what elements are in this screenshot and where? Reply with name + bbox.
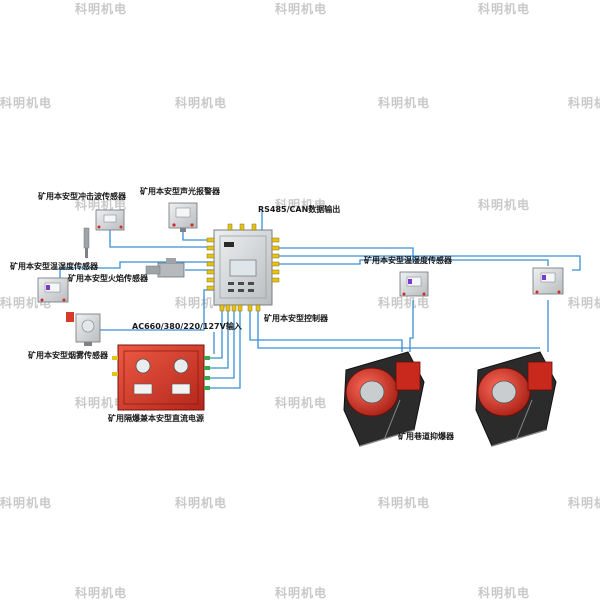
roadway-suppressor-2: [475, 351, 557, 447]
cable-power-4: [204, 305, 241, 389]
watermark-text: 科明机电: [568, 496, 600, 510]
cable-power-2: [204, 305, 229, 369]
cable-power-3: [204, 305, 235, 379]
watermark-text: 科明机电: [378, 96, 431, 110]
cable-bottom-2: [257, 305, 540, 349]
label-rs485-output: RS485/CAN数据输出: [258, 205, 341, 214]
sound-light-alarm-device: [168, 202, 198, 232]
label-roadway-suppressor: 矿用巷道抑爆器: [398, 432, 454, 441]
label-flame-sensor: 矿用本安型火焰传感器: [68, 274, 148, 283]
label-ac-input: AC660/380/220/127V输入: [132, 322, 242, 331]
smoke-sensor-device: [66, 312, 101, 346]
label-power-supply: 矿用隔爆兼本安型直流电源: [108, 414, 204, 423]
cable-temp-right-1: [272, 247, 414, 262]
dc-power-supply-device: [112, 344, 210, 411]
watermark-text: 科明机电: [0, 96, 53, 110]
cable-shock-wave: [109, 230, 214, 248]
watermark-text: 科明机电: [478, 198, 531, 212]
temp-humidity-sensor-right-1-device: [399, 271, 429, 297]
temp-humidity-sensor-left-device: [37, 277, 69, 303]
label-smoke-sensor: 矿用本安型烟雾传感器: [28, 351, 108, 360]
label-sound-light-alarm: 矿用本安型声光报警器: [140, 187, 220, 196]
label-temp-humidity-right: 矿用本安型温湿度传感器: [364, 256, 452, 265]
cable-suppressor-1: [409, 300, 414, 352]
roadway-suppressor-1: [343, 351, 425, 447]
label-controller: 矿用本安型控制器: [264, 314, 328, 323]
cable-temp-right-2: [272, 259, 549, 266]
label-temp-humidity-left: 矿用本安型温湿度传感器: [10, 262, 98, 271]
watermark-text: 科明机电: [568, 296, 600, 310]
flame-sensor-device: [145, 258, 185, 278]
watermark-text: 科明机电: [568, 96, 600, 110]
watermark-text: 科明机电: [378, 296, 431, 310]
watermark-text: 科明机电: [0, 496, 53, 510]
watermark-text: 科明机电: [175, 296, 228, 310]
watermark-text: 科明机电: [175, 496, 228, 510]
label-shock-wave-sensor: 矿用本安型冲击波传感器: [38, 192, 126, 201]
watermark-text: 科明机电: [275, 586, 328, 600]
controller-box: [206, 223, 280, 312]
cable-temp-left: [59, 261, 214, 278]
watermark-text: 科明机电: [378, 496, 431, 510]
watermark-text: 科明机电: [75, 198, 128, 212]
temp-humidity-sensor-right-2-device: [532, 267, 564, 295]
watermark-text: 科明机电: [275, 396, 328, 410]
watermark-text: 科明机电: [275, 198, 328, 212]
shock-wave-sensor-device: [83, 209, 125, 258]
watermark-text: 科明机电: [175, 96, 228, 110]
cable-bus-right: [272, 255, 581, 271]
cable-bottom-1: [249, 305, 403, 352]
watermark-text: 科明机电: [478, 586, 531, 600]
watermark-text: 科明机电: [275, 2, 328, 16]
watermark-text: 科明机电: [75, 2, 128, 16]
watermark-text: 科明机电: [478, 2, 531, 16]
watermark-text: 科明机电: [75, 396, 128, 410]
watermark-text: 科明机电: [75, 586, 128, 600]
